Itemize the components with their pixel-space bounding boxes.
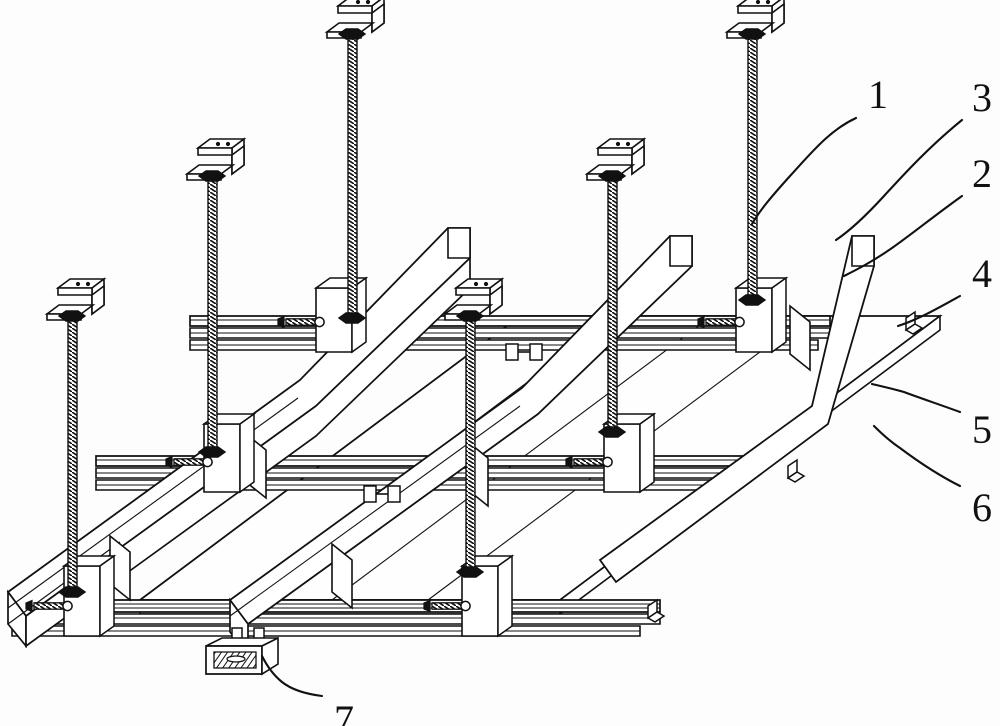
leader-line-7 [260, 654, 324, 698]
main-beam-c-channel [598, 235, 875, 584]
leader-line-4 [896, 294, 962, 328]
suspension-rod-assembly [46, 0, 785, 599]
leader-line-6 [872, 424, 962, 488]
fixture-module [205, 627, 279, 676]
panel-edge-clip [787, 459, 805, 483]
suspension-threaded-rod [326, 0, 385, 325]
callout-label-6: 6 [972, 485, 992, 530]
callout-label-5: 5 [972, 407, 992, 452]
callout-leaders [260, 116, 964, 698]
suspension-threaded-rod [586, 138, 645, 439]
leader-line-3 [834, 118, 964, 242]
callout-label-1: 1 [868, 72, 888, 117]
callout-label-2: 2 [972, 151, 992, 196]
leader-line-5 [870, 382, 962, 414]
suspension-threaded-rod [186, 138, 245, 459]
callout-label-4: 4 [972, 251, 992, 296]
callout-label-3: 3 [972, 75, 992, 120]
suspension-threaded-rod [726, 0, 785, 307]
suspension-threaded-rod [444, 278, 503, 579]
callout-label-7: 7 [334, 697, 354, 726]
suspension-threaded-rod [46, 278, 105, 599]
leader-line-1 [750, 116, 858, 226]
leader-line-2 [842, 194, 964, 278]
rail-splice-connector [363, 485, 401, 503]
rail-splice-connector [505, 343, 543, 361]
